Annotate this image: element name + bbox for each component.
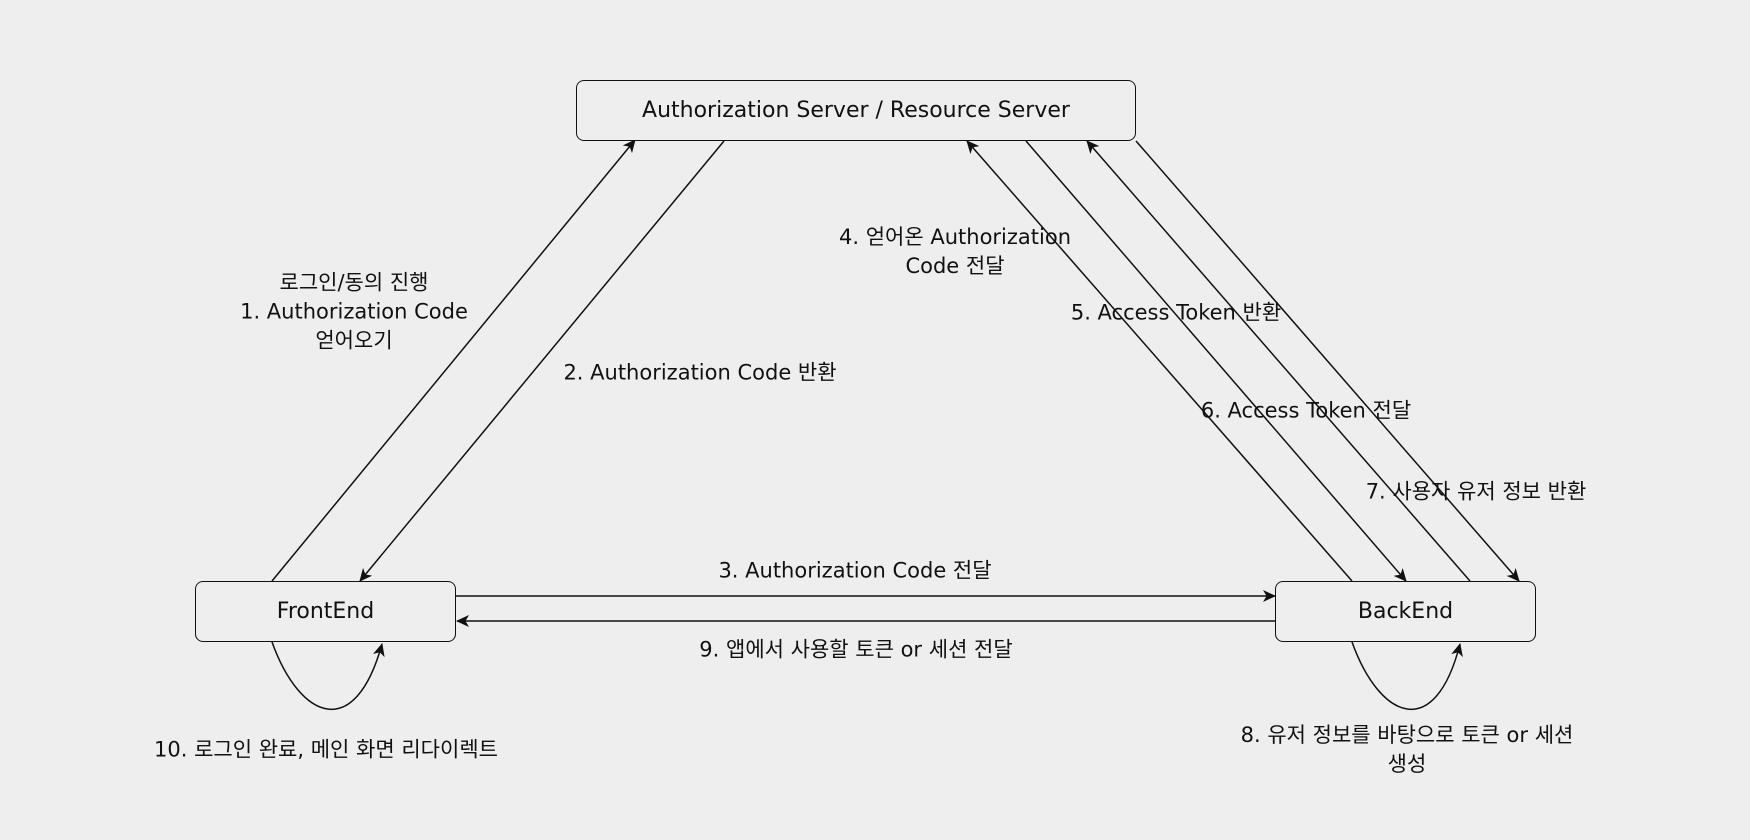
- label-step7: 7. 사용자 유저 정보 반환: [1365, 479, 1587, 504]
- label-step4: 4. 얻어온 Authorization Code 전달: [839, 225, 1071, 278]
- label-step1: 로그인/동의 진행 1. Authorization Code 얻어오기: [240, 270, 468, 353]
- frontend-node: FrontEnd: [195, 581, 456, 642]
- arrow-step2: [359, 140, 725, 582]
- auth-server-node: Authorization Server / Resource Server: [576, 80, 1136, 141]
- arrow-step10-loop: [271, 641, 385, 710]
- label-step2: 2. Authorization Code 반환: [563, 360, 837, 385]
- backend-node: BackEnd: [1275, 581, 1536, 642]
- arrow-step5: [1025, 140, 1407, 582]
- arrow-step6: [1086, 140, 1471, 582]
- arrow-step7: [1135, 140, 1520, 582]
- label-step9: 9. 앱에서 사용할 토큰 or 세션 전달: [699, 637, 1013, 662]
- arrow-step4: [966, 140, 1353, 582]
- arrow-step8-loop: [1351, 641, 1463, 710]
- label-step10: 10. 로그인 완료, 메인 화면 리다이렉트: [154, 737, 498, 762]
- arrow-step1: [271, 139, 636, 582]
- label-step8: 8. 유저 정보를 바탕으로 토큰 or 세션 생성: [1240, 723, 1574, 776]
- label-step6: 6. Access Token 전달: [1200, 398, 1412, 423]
- label-step3: 3. Authorization Code 전달: [718, 558, 992, 583]
- label-step5: 5. Access Token 반환: [1070, 300, 1282, 325]
